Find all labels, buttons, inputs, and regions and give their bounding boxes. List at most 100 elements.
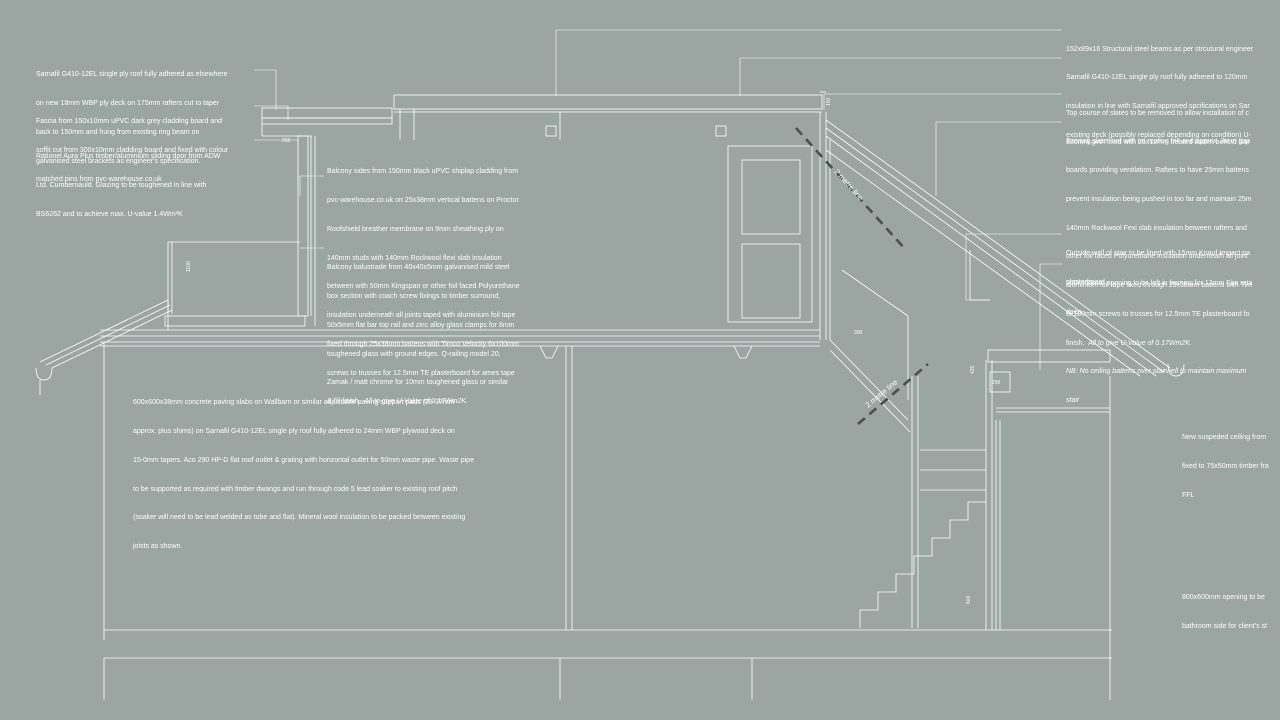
note-existing-slate: Existing slate roof with no roofing felt… (1066, 118, 1252, 415)
lower-storey (103, 420, 1112, 700)
right-landing (969, 250, 1111, 413)
note-line: toughened glass with ground edges. Q-rai… (327, 350, 501, 358)
note-text: finish. (1066, 339, 1085, 347)
note-ceiling: New suspeded ceiling from fixed to 75x50… (1182, 414, 1269, 510)
note-opening-550: 550x450mm opening to be left in framing … (1066, 260, 1252, 327)
note-opening-800: 800x600mm opening to be bathroom side fo… (1182, 574, 1267, 641)
note-line: between with 50mm Kingspan or other foil… (327, 283, 520, 291)
note-sarnafil-left: Sarnafil G410-12EL single ply roof fully… (36, 51, 228, 176)
note-stair-wall: Outside wall of stair to be lined with 1… (1066, 230, 1250, 297)
note-line: stair (1066, 396, 1252, 406)
note-line: matched pins from pvc-warehouse.co.uk (36, 175, 162, 183)
note-line: Roofshield breather membrane on 9mm shea… (327, 225, 504, 233)
stair (829, 339, 993, 630)
right-roof-slope (825, 119, 1171, 377)
note-line: Fascia from 150x10mm uPVC dark grey clad… (36, 118, 222, 126)
note-roof-main: Sarnafil G410-12EL single ply roof fully… (1066, 54, 1251, 150)
note-line: insulation underneath all joints taped w… (327, 312, 516, 320)
note-line: screws to trusses for 12.5mm TE plasterb… (327, 369, 515, 377)
dim-300: 300 (854, 330, 863, 336)
dim-290: 290 (992, 380, 1001, 386)
note-line: FFL (1182, 491, 1195, 499)
note-uvalue: All to give U-Value of 0.17Wm2K. (364, 398, 468, 406)
right-gutter (1109, 363, 1185, 700)
note-line: 152x89x16 Structural steel beams as per … (1066, 46, 1254, 54)
note-steel-beams: 152x89x16 Structural steel beams as per … (1066, 26, 1253, 64)
note-line: bathroom side for client's st (1182, 622, 1267, 630)
note-line: 600x600x38mm concrete paving slabs on Wa… (133, 399, 455, 407)
note-line: insulation in line with Sarnafil approve… (1066, 102, 1250, 110)
note-line: 300mm girth fixed with 25x12mm treated b… (1066, 138, 1250, 146)
note-line: soffit cut from 300x10mm cladding board … (36, 146, 229, 154)
note-line: to be supported as required with timber … (133, 485, 458, 493)
balcony-floor (100, 315, 820, 347)
note-line: 800x600mm opening to be (1182, 594, 1265, 602)
note-line: Outside wall of stair to be lined with 1… (1066, 250, 1251, 258)
dormer-right-wall (819, 112, 831, 340)
note-text: & fill finish. (327, 398, 361, 406)
note-line: 15-0mm tapers. Aco 290 HP-D flat roof ou… (133, 456, 474, 464)
note-line: Zamak / matt chrome for 10mm toughened g… (327, 379, 509, 387)
ceiling-beams (539, 345, 753, 630)
note-line: fixed to 75x50mm timber fra (1182, 462, 1269, 470)
internal-door (727, 145, 813, 323)
note-line: plasterboard (1066, 278, 1105, 286)
note-nb: NB: No ceiling battens over stairwell to… (1066, 368, 1247, 376)
note-line: Balcony balustrade from 40x40x5mm galvan… (327, 264, 510, 272)
note-line: New suspeded ceiling from (1182, 434, 1267, 442)
note-line: BS6262 and to achieve max. U-value 1.4Wm… (36, 210, 183, 218)
balcony-side-wall (297, 135, 316, 326)
note-nb: stair (1066, 397, 1080, 405)
note-line: prevent insulation being pushed in too f… (1066, 195, 1252, 203)
dim-265: 265 (282, 138, 291, 144)
note-rationel-door: Rationel Aura Plus timber/aluminium slid… (36, 133, 220, 229)
note-line: galvanised steel brackets as engineer's … (36, 157, 201, 165)
note-line: 6x100mm screws to trusses for 12.5mm TE … (1066, 310, 1250, 318)
note-line-finish: finish. All to give U-Value of 0.17Wm2K. (1066, 339, 1252, 349)
left-roof-slope (39, 299, 173, 640)
note-line: aluminium foil tape fixed through 25x38m… (1066, 282, 1252, 290)
dim-150: 150 (826, 97, 832, 106)
dim-1100: 1100 (186, 261, 192, 272)
note-balustrade: Balcony balustrade from 40x40x5mm galvan… (327, 244, 515, 398)
note-line: 50x5mm flat bar top rail and zinc alloy … (327, 321, 515, 329)
note-line: pvc-warehouse.co.uk on 25x38mm vertical … (327, 196, 519, 204)
note-line: 140mm studs with 140mm Rockwool flexi sl… (327, 254, 502, 262)
note-line: Sarnafil G410-12EL single ply roof fully… (36, 71, 228, 79)
main-flat-roof (393, 91, 826, 140)
note-line: Balcony sides from 150mm black uPVC ship… (327, 168, 519, 176)
note-line: boards providing ventilation. Rafters to… (1066, 166, 1249, 174)
note-line: joists as shown. (133, 543, 183, 551)
note-line: 550x450mm opening to be left in framing … (1066, 280, 1253, 288)
dim-600: 600 (966, 595, 972, 604)
dim-425: 425 (970, 365, 976, 374)
note-balcony-sides: Balcony sides from 150mm black uPVC ship… (327, 148, 520, 417)
note-line-finish: & fill finish. All to give U-Value of 0.… (327, 397, 520, 407)
leader-lines (254, 29, 1062, 370)
two-metre-label-upper: 2 metre line (833, 167, 866, 202)
note-line: box section with coach screw fixings to … (327, 292, 501, 300)
balcony-balustrade (167, 241, 300, 314)
two-metre-lines (795, 127, 929, 425)
note-uvalue: All to give U-Value of 0.17Wm2K. (1088, 339, 1192, 347)
note-line: deep (1066, 308, 1082, 316)
note-line: 140mm Rockwool Fexi slab insulation betw… (1066, 224, 1247, 232)
note-line: other foil faced Polyurethane insulation… (1066, 253, 1248, 261)
note-line: back to 150mm and hung from existing rin… (36, 128, 200, 136)
note-paving: 600x600x38mm concrete paving slabs on Wa… (133, 379, 474, 561)
note-line: Top course of slates to be removed to al… (1066, 110, 1249, 118)
note-line: Ltd. Cumbernauld. Glazing to be toughene… (36, 181, 207, 189)
note-line: NB: No ceiling battens over stairwell to… (1066, 367, 1252, 377)
stair-balustrade (841, 269, 909, 400)
left-canopy (261, 107, 393, 137)
note-line: approx. plus shims) on Sarnafil G410-12E… (133, 427, 455, 435)
note-line: Sarnafil G410-12EL single ply roof fully… (1066, 74, 1248, 82)
note-line: Rationel Aura Plus timber/aluminium slid… (36, 153, 221, 161)
note-line: Existing slate roof with no roofing felt… (1066, 138, 1251, 146)
note-line: existing deck (possibly replaced dependi… (1066, 131, 1251, 139)
note-slates: Top course of slates to be removed to al… (1066, 90, 1250, 157)
note-line: fixed through 25x38mm battens with Timco… (327, 340, 519, 348)
left-gutter (35, 367, 53, 395)
